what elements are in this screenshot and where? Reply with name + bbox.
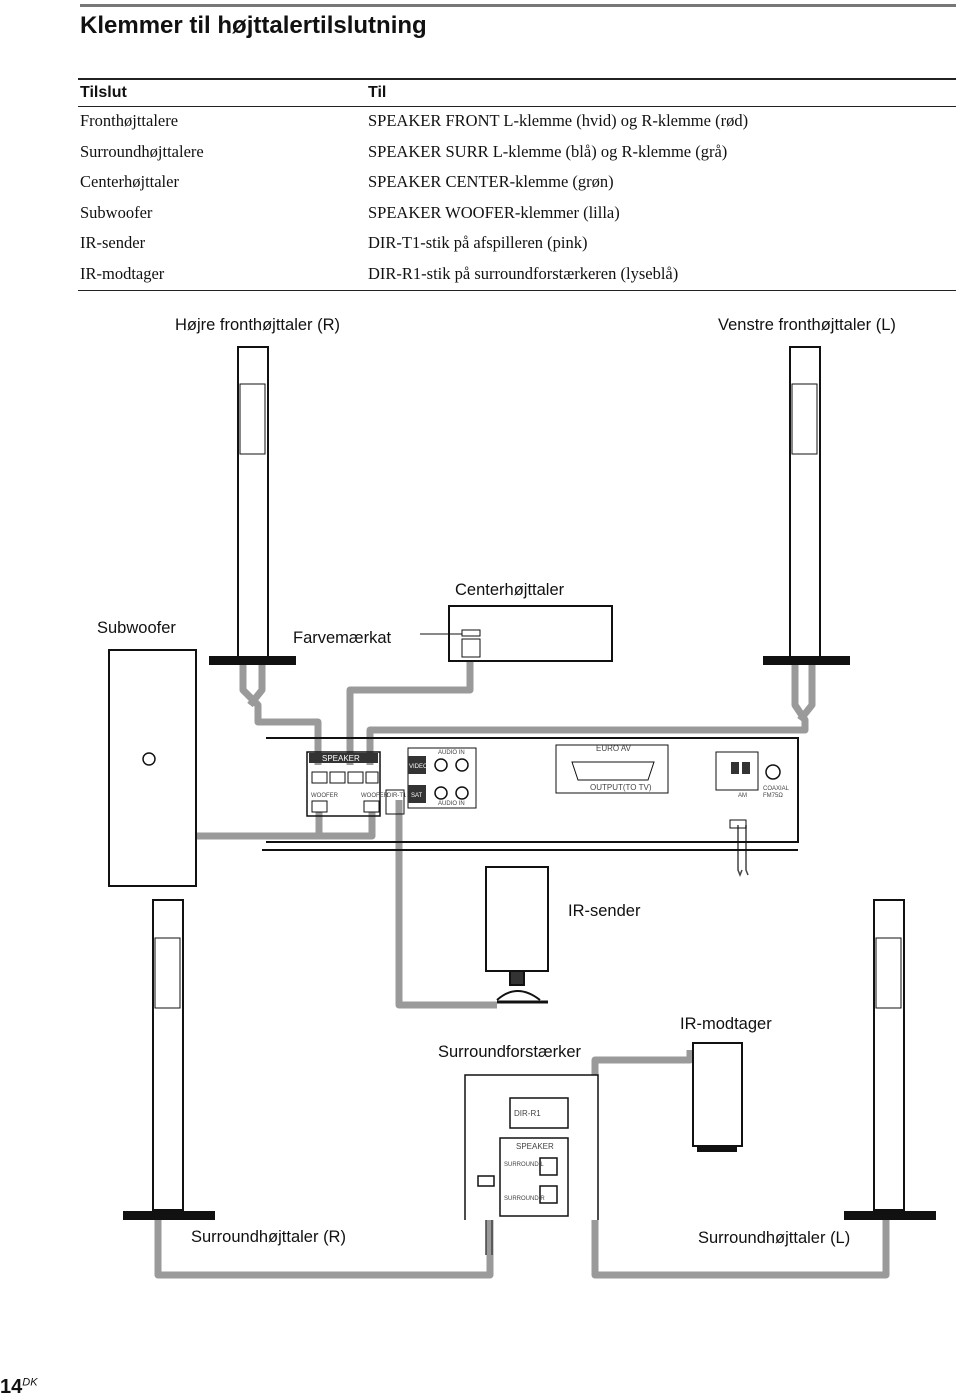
label-front-left: Venstre fronthøjttaler (L) [718, 316, 896, 334]
label-ir-sender: IR-sender [568, 902, 641, 920]
label-ir-receiver: IR-modtager [680, 1015, 772, 1033]
amp-surround-r-label: SURROUND R [504, 1196, 545, 1202]
panel-audio-in-top: AUDIO IN [438, 750, 465, 756]
surround-amplifier [464, 1074, 599, 1220]
panel-dir-t1-label: DIR-T1 [387, 793, 407, 799]
label-surround-right: Surroundhøjttaler (R) [191, 1228, 346, 1246]
panel-fm-label: FM75Ω [763, 793, 783, 799]
panel-euro-av-label: EURO AV [596, 744, 632, 753]
cell-to: SPEAKER SURR L-klemme (blå) og R-klemme … [368, 141, 728, 161]
label-subwoofer: Subwoofer [97, 619, 176, 637]
panel-am-label: AM [738, 793, 747, 799]
ir-sender-device [485, 866, 549, 1004]
panel-speaker-label: SPEAKER [322, 754, 360, 763]
table-row: Centerhøjttaler SPEAKER CENTER-klemme (gr… [78, 168, 956, 199]
amp-surround-l-label: SURROUND L [504, 1162, 544, 1168]
subwoofer-box [108, 649, 197, 887]
main-unit-panel [262, 737, 799, 851]
cell-connect: Fronthøjttalere [80, 111, 179, 130]
table-row: Subwoofer SPEAKER WOOFER-klemmer (lilla) [78, 199, 956, 230]
label-surround-left: Surroundhøjttaler (L) [698, 1229, 851, 1247]
cable-ir-sender [395, 800, 497, 1009]
panel-sat-label: SAT [411, 793, 423, 799]
ir-receiver-device [692, 1042, 743, 1152]
top-rule [80, 4, 956, 7]
cell-to: SPEAKER CENTER-klemme (grøn) [368, 172, 614, 191]
cell-to: SPEAKER FRONT L-klemme (hvid) og R-klemm… [368, 111, 749, 130]
power-cable [737, 825, 743, 878]
front-right-speaker [209, 346, 296, 665]
cable-front-left [366, 665, 809, 765]
table-row: Surroundhøjttalere SPEAKER SURR L-klemme … [78, 138, 956, 169]
cable-surround-right [154, 1185, 494, 1279]
table-row: IR-modtager DIR-R1-stik på surroundforstæ… [78, 260, 956, 291]
cell-connect: Centerhøjttaler [80, 172, 179, 191]
page-number: 14DK [0, 1376, 38, 1399]
panel-audio-in-bottom: AUDIO IN [438, 801, 465, 807]
header-to: Til [368, 84, 387, 101]
front-left-speaker [763, 346, 850, 665]
panel-video-label: VIDEO [409, 764, 428, 770]
cable-front-right-2 [247, 665, 266, 708]
amp-dir-r1-label: DIR-R1 [514, 1109, 541, 1118]
surround-right-speaker [123, 899, 215, 1220]
cell-connect: Subwoofer [80, 202, 153, 222]
panel-woofer-label-2: WOOFER [361, 793, 389, 799]
panel-output-label: OUTPUT(TO TV) [590, 783, 652, 792]
table-header: Tilslut Til [78, 78, 956, 107]
page-title: Klemmer til højttalertilslutning [80, 12, 427, 39]
panel-coaxial-label: COAXIAL [763, 786, 790, 792]
page-number-value: 14 [0, 1376, 23, 1398]
cell-connect: IR-modtager [80, 263, 165, 283]
cable-front-right [239, 665, 322, 765]
cell-to: DIR-T1-stik på afspilleren (pink) [368, 233, 588, 252]
page-number-suffix: DK [22, 1376, 38, 1389]
cell-to: SPEAKER WOOFER-klemmer (lilla) [368, 202, 620, 222]
cable-center [346, 650, 474, 765]
cable-woofer-2 [319, 812, 376, 840]
cell-to: DIR-R1-stik på surroundforstærkeren (lys… [368, 263, 679, 283]
connection-table: Tilslut Til Fronthøjttalere SPEAKER FRONT… [78, 78, 956, 291]
cell-connect: IR-sender [80, 233, 146, 252]
label-center: Centerhøjttaler [455, 581, 565, 599]
label-surround-amp: Surroundforstærker [438, 1043, 582, 1061]
table-row: Fronthøjttalere SPEAKER FRONT L-klemme (h… [78, 107, 956, 138]
center-speaker [420, 605, 613, 662]
surround-left-speaker [844, 899, 936, 1220]
header-connect: Tilslut [80, 84, 127, 101]
label-color-sticker: Farvemærkat [293, 629, 392, 647]
label-front-right: Højre fronthøjttaler (R) [175, 316, 341, 334]
cable-front-left-2 [797, 665, 816, 723]
table-row: IR-sender DIR-T1-stik på afspilleren (pin… [78, 229, 956, 260]
cell-connect: Surroundhøjttalere [80, 141, 204, 161]
amp-speaker-label: SPEAKER [516, 1142, 554, 1151]
panel-woofer-label-1: WOOFER [311, 793, 339, 799]
